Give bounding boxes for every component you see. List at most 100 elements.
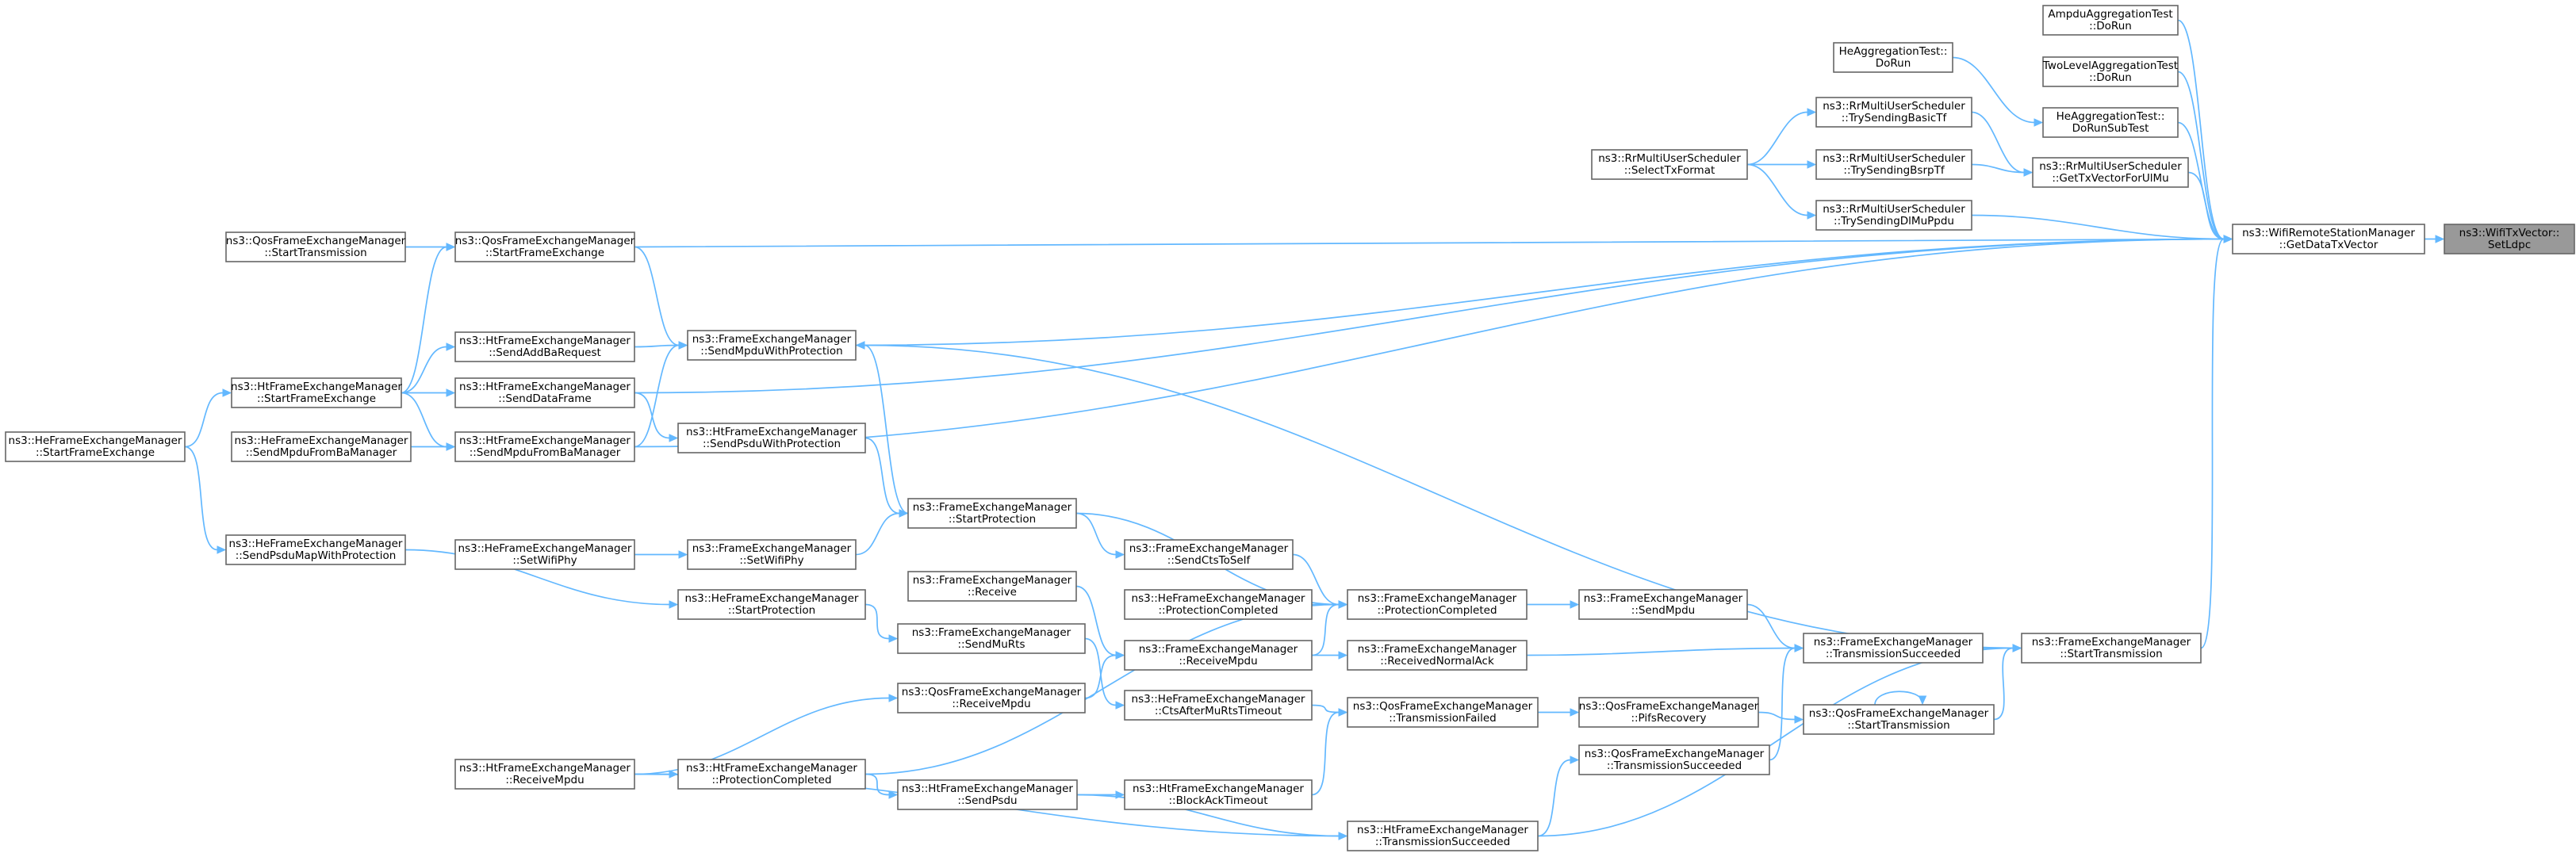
node-hedorunsub[interactable]: HeAggregationTest::DoRunSubTest	[2042, 107, 2179, 138]
node-twolevel[interactable]: TwoLevelAggregationTest::DoRun	[2042, 56, 2179, 87]
node-label: ::SendMpduWithProtection	[700, 345, 842, 358]
node-hesetwifiphy[interactable]: ns3::HeFrameExchangeManager::SetWifiPhy	[454, 539, 635, 570]
node-box	[1124, 539, 1294, 570]
edge-arrowhead	[888, 694, 899, 702]
node-htsenddataframe[interactable]: ns3::HtFrameExchangeManager::SendDataFra…	[454, 377, 635, 408]
node-htstartfe[interactable]: ns3::HtFrameExchangeManager::StartFrameE…	[231, 377, 402, 408]
edge-arrowhead	[222, 388, 232, 397]
node-box	[454, 377, 635, 408]
node-label: ::ReceivedNormalAck	[1380, 655, 1494, 668]
node-htreceivempdu[interactable]: ns3::HtFrameExchangeManager::ReceiveMpdu	[454, 759, 635, 790]
node-qostxsucceeded[interactable]: ns3::QosFrameExchangeManager::Transmissi…	[1578, 744, 1770, 775]
node-fereceive[interactable]: ns3::FrameExchangeManager::Receive	[907, 571, 1077, 602]
node-fesendmpduwp[interactable]: ns3::FrameExchangeManager::SendMpduWithP…	[687, 330, 857, 361]
edge-line	[1084, 637, 1117, 706]
node-label: ::TrySendingBasicTf	[1842, 112, 1948, 124]
node-label: ns3::HtFrameExchangeManager	[459, 762, 631, 775]
edge-htprotectioncompleted-to-htsendpsdu	[864, 773, 899, 799]
node-htsendmpdufromba[interactable]: ns3::HtFrameExchangeManager::SendMpduFro…	[454, 431, 635, 462]
edge-htreceivempdu-to-qosreceivempdu	[634, 694, 899, 775]
node-gettxvectorforulmu[interactable]: ns3::RrMultiUserScheduler::GetTxVectorFo…	[2032, 157, 2189, 188]
node-label: ::StartTransmission	[2060, 648, 2162, 660]
edge-arrowhead	[1794, 715, 1804, 724]
edge-qostxsucceeded-to-fetxsucceeded	[1769, 644, 1804, 761]
node-qospifsrecovery[interactable]: ns3::QosFrameExchangeManager::PifsRecove…	[1578, 697, 1759, 728]
node-qosstarttx_left[interactable]: ns3::QosFrameExchangeManager::StartTrans…	[225, 231, 406, 262]
node-hestartprotection[interactable]: ns3::HeFrameExchangeManager::StartProtec…	[677, 589, 866, 620]
node-box	[1591, 149, 1748, 180]
node-label: ::ReceiveMpdu	[1179, 655, 1257, 668]
edge-line	[1292, 553, 1340, 606]
node-fereceivempdu[interactable]: ns3::FrameExchangeManager::ReceiveMpdu	[1124, 640, 1313, 671]
node-hestartfe[interactable]: ns3::HeFrameExchangeManager::StartFrameE…	[5, 431, 186, 462]
edge-arrowhead	[446, 243, 456, 251]
edge-selecttxformat-to-trysendingbsrptf	[1747, 160, 1817, 169]
node-getdatatxvector[interactable]: ns3::WifiRemoteStationManager::GetDataTx…	[2232, 224, 2425, 254]
node-box	[1833, 42, 1953, 73]
edge-htstartfe-to-htsenddataframe	[401, 388, 456, 397]
node-trysendingbsrptf[interactable]: ns3::RrMultiUserScheduler::TrySendingBsr…	[1815, 149, 1972, 180]
edge-line	[1993, 647, 2014, 721]
edge-qostxfailed-to-qospifsrecovery	[1537, 708, 1580, 717]
node-htprotectioncompleted[interactable]: ns3::HtFrameExchangeManager::ProtectionC…	[677, 759, 866, 790]
node-festarttx[interactable]: ns3::FrameExchangeManager::StartTransmis…	[2021, 633, 2202, 664]
node-box	[687, 539, 857, 570]
node-htsendpsdu[interactable]: ns3::HtFrameExchangeManager::SendPsdu	[897, 779, 1078, 810]
node-setldpc[interactable]: ns3::WifiTxVector::SetLdpc	[2444, 224, 2575, 254]
node-qosstarttx[interactable]: ns3::QosFrameExchangeManager::StartTrans…	[1803, 704, 1995, 735]
edge-layer	[184, 19, 2445, 840]
node-box	[1815, 97, 1972, 128]
node-label: ns3::FrameExchangeManager	[692, 333, 852, 346]
node-fesendmpdu[interactable]: ns3::FrameExchangeManager::SendMpdu	[1578, 589, 1748, 620]
edge-line	[1076, 794, 1340, 837]
node-selecttxformat[interactable]: ns3::RrMultiUserScheduler::SelectTxForma…	[1591, 149, 1748, 180]
node-htsendpsduwp[interactable]: ns3::HtFrameExchangeManager::SendPsduWit…	[677, 423, 866, 453]
node-label: ns3::HeFrameExchangeManager	[458, 542, 632, 555]
edge-hestartfe-to-htstartfe	[184, 388, 232, 448]
edge-htstartfe-to-qosstartfe	[401, 243, 456, 394]
node-ampdu[interactable]: AmpduAggregationTest::DoRun	[2042, 5, 2179, 36]
node-fetxsucceeded[interactable]: ns3::FrameExchangeManager::TransmissionS…	[1803, 633, 1984, 664]
edge-line	[1746, 111, 1808, 166]
node-heprotectioncompleted[interactable]: ns3::HeFrameExchangeManager::ProtectionC…	[1124, 589, 1313, 620]
node-label: ::SetWifiPhy	[739, 554, 803, 567]
node-trysendingbasictf[interactable]: ns3::RrMultiUserScheduler::TrySendingBas…	[1815, 97, 1972, 128]
edge-arrowhead	[1338, 651, 1348, 660]
node-label: ::ReceiveMpdu	[505, 774, 584, 786]
edge-arrowhead	[2223, 235, 2233, 243]
node-label: ns3::QosFrameExchangeManager	[1809, 707, 1989, 720]
node-fesendmurts[interactable]: ns3::FrameExchangeManager::SendMuRts	[897, 623, 1086, 654]
node-box	[897, 623, 1086, 654]
node-qostxfailed[interactable]: ns3::QosFrameExchangeManager::Transmissi…	[1347, 697, 1539, 728]
node-hedorun[interactable]: HeAggregationTest::DoRun	[1833, 42, 1953, 73]
node-qosreceivempdu[interactable]: ns3::QosFrameExchangeManager::ReceiveMpd…	[897, 683, 1086, 714]
node-box	[2021, 633, 2202, 664]
node-label: ::StartTransmission	[264, 247, 366, 259]
node-label: SetLdpc	[2488, 239, 2531, 251]
node-htblockacktimeout[interactable]: ns3::HtFrameExchangeManager::BlockAckTim…	[1124, 779, 1313, 810]
edge-qosstarttx-to-festarttx	[1993, 644, 2022, 721]
node-hesendmpdufromba[interactable]: ns3::HeFrameExchangeManager::SendMpduFro…	[231, 431, 412, 462]
edge-arrowhead	[1807, 160, 1817, 169]
edge-arrowhead	[1570, 708, 1580, 717]
node-htsendaddba[interactable]: ns3::HtFrameExchangeManager::SendAddBaRe…	[454, 331, 635, 362]
node-qosstartfe[interactable]: ns3::QosFrameExchangeManager::StartFrame…	[454, 231, 635, 262]
node-httxsucceeded[interactable]: ns3::HtFrameExchangeManager::Transmissio…	[1347, 821, 1539, 851]
edge-feprotectioncompleted-to-fesendmpdu	[1526, 600, 1580, 609]
node-hesendpsdumap[interactable]: ns3::HeFrameExchangeManager::SendPsduMap…	[225, 534, 406, 565]
node-fereceivednormalack[interactable]: ns3::FrameExchangeManager::ReceivedNorma…	[1347, 640, 1528, 671]
node-box	[1578, 589, 1748, 620]
edge-fesendmpduwp-to-getdatatxvector	[855, 235, 2233, 346]
node-label: ns3::HtFrameExchangeManager	[1133, 782, 1304, 795]
node-label: DoRunSubTest	[2072, 122, 2149, 135]
node-fesendctstoself[interactable]: ns3::FrameExchangeManager::SendCtsToSelf	[1124, 539, 1294, 570]
node-festartprotection[interactable]: ns3::FrameExchangeManager::StartProtecti…	[907, 498, 1077, 529]
node-feprotectioncompleted[interactable]: ns3::FrameExchangeManager::ProtectionCom…	[1347, 589, 1528, 620]
node-label: ns3::HtFrameExchangeManager	[459, 335, 631, 347]
node-box	[5, 431, 186, 462]
node-trysendingdlmuppdu[interactable]: ns3::RrMultiUserScheduler::TrySendingDlM…	[1815, 200, 1972, 231]
edge-selecttxformat-to-trysendingbasictf	[1746, 108, 1817, 166]
node-box	[907, 498, 1077, 529]
node-hectsaftermurts[interactable]: ns3::HeFrameExchangeManager::CtsAfterMuR…	[1124, 690, 1313, 721]
node-fesetwifiphy[interactable]: ns3::FrameExchangeManager::SetWifiPhy	[687, 539, 857, 570]
